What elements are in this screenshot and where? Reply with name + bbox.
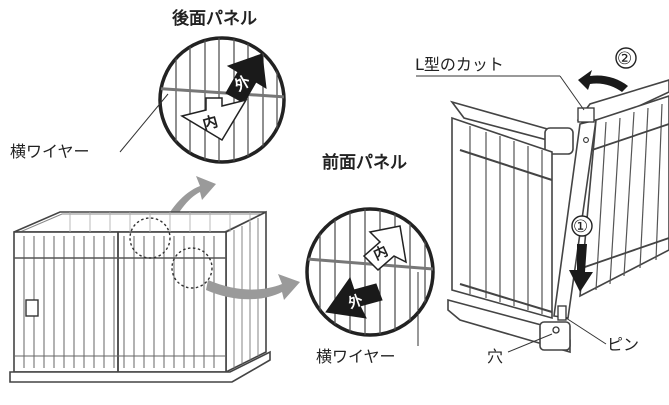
front-out-arrow: [325, 276, 383, 319]
horizontal-wire-label-bottom: 横ワイヤー: [316, 347, 396, 366]
hole-leader: [507, 333, 553, 353]
rear-out-arrow: [225, 53, 267, 104]
pin-label: ピン: [607, 335, 639, 354]
front-out-marker: 外: [346, 291, 365, 312]
l-cut-leader: [559, 75, 585, 111]
crate: [9, 210, 271, 383]
horizontal-wire-label-left: 横ワイヤー: [10, 142, 90, 161]
front-panel-title: 前面パネル: [322, 152, 407, 173]
front-in-marker: 内: [371, 242, 391, 263]
pin: [557, 305, 567, 321]
rear-in-marker: 内: [201, 112, 220, 133]
front-in-arrow: [362, 225, 407, 272]
rear-panel-zoom: 外 内: [158, 36, 286, 164]
l-cut-label: L型のカット: [415, 55, 504, 74]
rear-panel-title: 後面パネル: [172, 8, 257, 29]
step2-marker: ②: [617, 49, 632, 69]
front-horizontal-wire: [307, 256, 433, 272]
step2-arrow: [578, 70, 628, 92]
horizontal-wire-leader-left: [119, 93, 169, 153]
l-cut-notch: [577, 107, 595, 123]
door-latch: [25, 299, 39, 317]
pin-hole: [552, 326, 560, 334]
front-panel-zoom: 内 外: [305, 207, 435, 337]
front-callout-arrow: [206, 274, 300, 300]
step1-arrow: [569, 244, 593, 292]
rear-horizontal-wire: [160, 86, 284, 100]
front-highlight-circle: [171, 247, 213, 289]
rear-in-arrow: [180, 97, 248, 142]
rear-highlight-circle: [129, 217, 171, 259]
rear-out-marker: 外: [231, 72, 254, 96]
pin-leader: [565, 317, 607, 345]
step1-marker: ①: [573, 217, 588, 237]
panel-assembly: [447, 79, 669, 354]
hole-label: 穴: [487, 347, 503, 366]
